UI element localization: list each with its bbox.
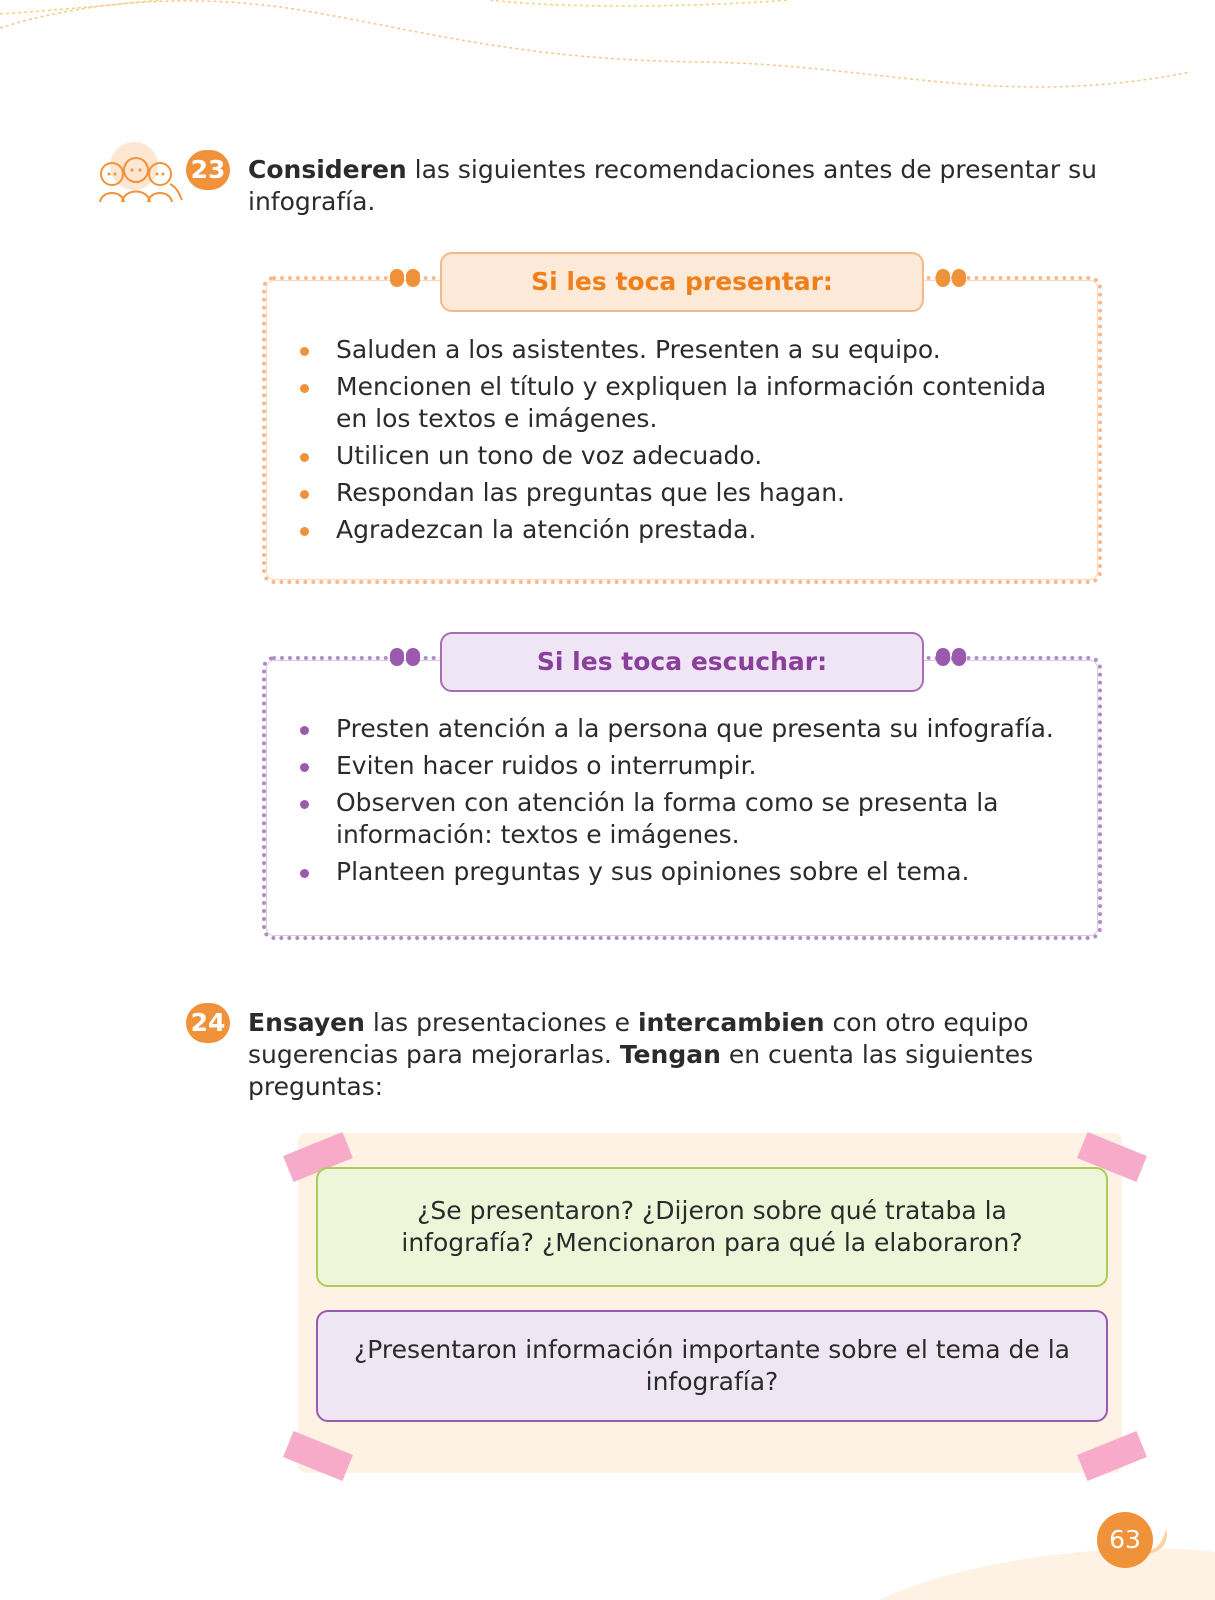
present-panel-title: Si les toca presentar: — [440, 252, 924, 312]
bullet-icon — [300, 726, 309, 735]
activity-23-instruction: Consideren las siguientes recomendacione… — [248, 154, 1108, 218]
instruction-text: las siguientes recomendaciones antes de … — [248, 155, 1097, 216]
list-item: Presten atención a la persona que presen… — [300, 713, 1070, 745]
bullet-icon — [300, 347, 309, 356]
page-number: 63 — [1097, 1512, 1153, 1568]
question-box-2: ¿Presentaron información importante sobr… — [316, 1310, 1108, 1422]
list-item: Saluden a los asistentes. Presenten a su… — [300, 334, 1070, 366]
bullet-icon — [300, 453, 309, 462]
bullet-icon — [300, 869, 309, 878]
question-box-1: ¿Se presentaron? ¿Dijeron sobre qué trat… — [316, 1167, 1108, 1287]
list-item: Planteen preguntas y sus opiniones sobre… — [300, 856, 1070, 888]
present-recommendations-panel — [262, 276, 1102, 584]
beads-decoration-left — [390, 269, 430, 289]
listen-bullet-list: Presten atención a la persona que presen… — [300, 713, 1070, 893]
scallop-edge — [298, 1133, 1122, 1140]
listen-recommendations-panel — [262, 656, 1102, 940]
beads-decoration-right — [936, 648, 976, 668]
beads-decoration-right — [936, 269, 976, 289]
team-kids-icon — [99, 142, 183, 203]
present-bullet-list: Saluden a los asistentes. Presenten a su… — [300, 334, 1070, 551]
bullet-icon — [300, 800, 309, 809]
beads-decoration-left — [390, 648, 430, 668]
instruction-verb: Consideren — [248, 155, 407, 184]
list-item: Respondan las preguntas que les hagan. — [300, 477, 1070, 509]
list-item: Agradezcan la atención prestada. — [300, 514, 1070, 546]
activity-24-instruction: Ensayen las presentaciones e intercambie… — [248, 1008, 1034, 1101]
activity-number-24: 24 — [186, 1003, 230, 1043]
list-item: Mencionen el título y expliquen la infor… — [300, 371, 1070, 435]
list-item: Utilicen un tono de voz adecuado. — [300, 440, 1070, 472]
activity-number-23: 23 — [186, 150, 230, 190]
bottom-wave-decoration — [880, 1548, 1215, 1600]
instruction-verb: Tengan — [619, 1040, 721, 1069]
instruction-verb: intercambien — [637, 1008, 825, 1037]
list-item: Observen con atención la forma como se p… — [300, 787, 1070, 851]
scallop-edge — [298, 1466, 1122, 1473]
list-item: Eviten hacer ruidos o interrumpir. — [300, 750, 1070, 782]
instruction-verb: Ensayen — [248, 1008, 365, 1037]
bullet-icon — [300, 527, 309, 536]
bullet-icon — [300, 384, 309, 393]
bullet-icon — [300, 490, 309, 499]
top-wave-decoration — [0, 0, 1191, 88]
listen-panel-title: Si les toca escuchar: — [440, 632, 924, 692]
bullet-icon — [300, 763, 309, 772]
page-swoosh-icon — [1138, 1528, 1167, 1555]
